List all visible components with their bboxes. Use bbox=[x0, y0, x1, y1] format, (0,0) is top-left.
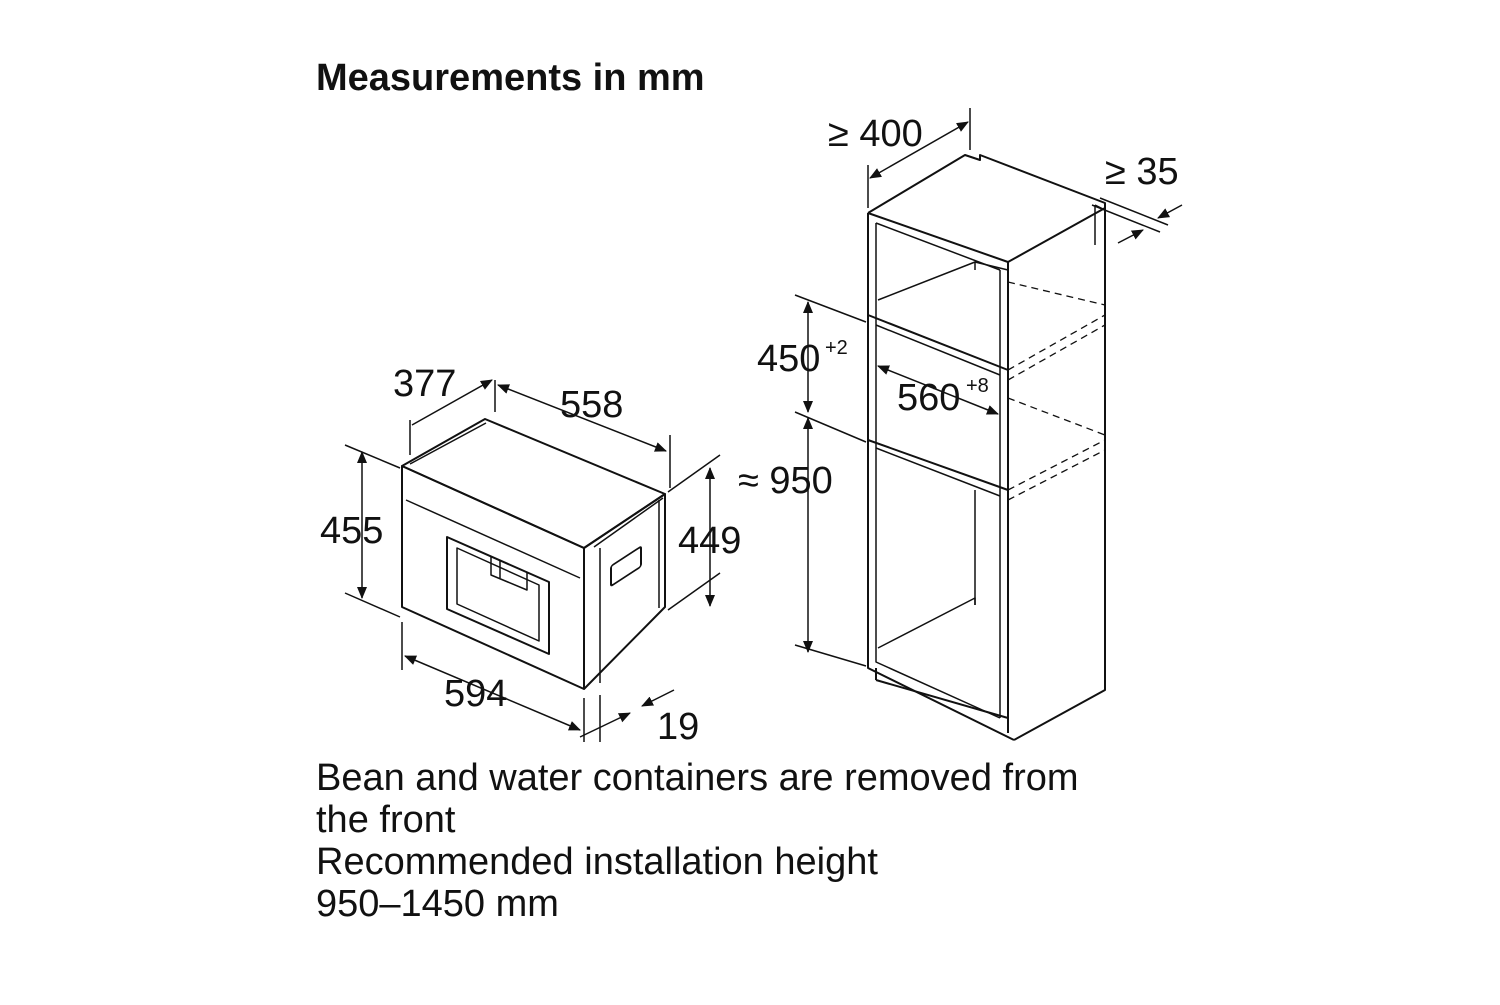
label-frame-depth: 19 bbox=[657, 706, 699, 748]
appliance-front-frame bbox=[401, 465, 585, 690]
page-heading: Measurements in mm bbox=[316, 57, 705, 99]
label-install-height: ≈ 950 bbox=[738, 460, 833, 502]
label-min-clearance: ≥ 35 bbox=[1105, 151, 1179, 193]
label-niche-height: 450 bbox=[757, 338, 820, 380]
dimension-arrow-niche-width bbox=[877, 365, 999, 415]
dimension-arrow-frame-depth-2 bbox=[641, 689, 675, 707]
label-width-top: 558 bbox=[560, 384, 623, 426]
extension-line bbox=[667, 572, 721, 611]
cabinet-inner-frame bbox=[875, 222, 1009, 719]
extension-line bbox=[794, 411, 867, 443]
side-handle bbox=[610, 546, 642, 587]
extension-line bbox=[1091, 204, 1161, 233]
cabinet-dimensions bbox=[794, 108, 1183, 667]
extension-line bbox=[344, 444, 401, 469]
label-height-side: 449 bbox=[678, 520, 741, 562]
note-line: the front bbox=[316, 799, 456, 841]
appliance-side bbox=[583, 493, 666, 690]
dimension-arrow-min-depth bbox=[869, 121, 969, 179]
appliance-dimension-labels: 377 558 455 449 594 19 bbox=[320, 363, 741, 748]
dispenser-opening bbox=[446, 536, 550, 655]
note-line: Bean and water containers are removed fr… bbox=[316, 757, 1079, 799]
appliance-drawing bbox=[401, 418, 666, 690]
extension-line bbox=[344, 592, 401, 618]
dimension-arrow-min-clearance-2 bbox=[1117, 229, 1144, 244]
dimension-arrow-width-top bbox=[497, 384, 667, 452]
cabinet-drawing bbox=[867, 154, 1106, 741]
dimension-arrow-width-front bbox=[404, 655, 581, 731]
extension-line bbox=[667, 454, 721, 493]
hidden-edges bbox=[1007, 281, 1106, 501]
label-niche-width: 560 bbox=[897, 377, 960, 419]
label-niche-width-tolerance: +8 bbox=[966, 375, 989, 397]
dimension-arrow-min-clearance-1 bbox=[1157, 204, 1183, 219]
note-line: Recommended installation height bbox=[316, 841, 878, 883]
label-niche-height-tolerance: +2 bbox=[825, 337, 848, 359]
shelf-middle bbox=[867, 439, 1009, 491]
dimension-arrow-depth bbox=[411, 379, 493, 426]
cabinet-base bbox=[875, 668, 1009, 719]
extension-line bbox=[794, 644, 867, 667]
label-min-depth: ≥ 400 bbox=[828, 113, 923, 155]
note-line: 950–1450 mm bbox=[316, 883, 559, 925]
cabinet-outline bbox=[867, 154, 1106, 741]
appliance-top bbox=[401, 418, 666, 549]
dimension-arrow-frame-depth-1 bbox=[579, 712, 631, 738]
appliance-dimensions bbox=[344, 379, 721, 742]
cabinet-dimension-labels: ≥ 400 ≥ 35 450 +2 560 +8 ≈ 950 bbox=[738, 113, 1179, 502]
label-width-front: 594 bbox=[444, 673, 507, 715]
extension-line bbox=[1099, 197, 1169, 226]
extension-line bbox=[794, 294, 867, 323]
shelf-upper bbox=[867, 314, 1009, 371]
label-height-front: 455 bbox=[320, 510, 383, 552]
label-depth: 377 bbox=[393, 363, 456, 405]
